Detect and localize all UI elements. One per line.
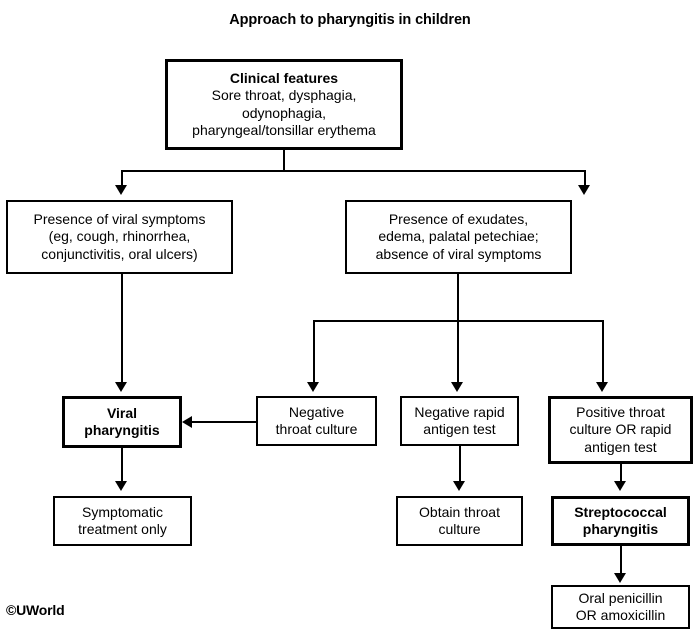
viral-symptoms-line-3: conjunctivitis, oral ulcers) [41,245,198,262]
arrowhead-to-positive-test [596,382,608,392]
connector-bar-clinical-split [121,170,585,172]
connector-positive-test-to-strep [620,464,622,483]
node-strep-pharyngitis[interactable]: Streptococcal pharyngitis [551,496,690,546]
node-obtain-throat-culture[interactable]: Obtain throat culture [396,496,523,546]
viral-pharyngitis-line-2: pharyngitis [84,422,160,438]
connector-drop-to-positive-test [602,320,604,384]
antibiotics-line-1: Oral penicillin [578,589,663,606]
negative-throat-culture-line-2: throat culture [275,421,358,437]
viral-pharyngitis-line-1: Viral [106,404,138,421]
arrowhead-to-symptomatic-treatment [115,481,127,491]
arrowhead-to-obtain-throat-culture [453,481,465,491]
arrowhead-to-viral-pharyngitis-left [182,416,192,428]
bacterial-signs-line-2: edema, palatal petechiae; [378,228,539,245]
arrowhead-to-viral-symptoms [115,185,127,195]
page-title: Approach to pharyngitis in children [229,12,471,28]
obtain-throat-culture-line-1: Obtain throat [419,503,500,520]
connector-stem-bacterial-signs [457,274,459,322]
connector-drop-to-viral-symptoms [121,170,123,187]
antibiotics-line-2: OR amoxicillin [575,607,666,623]
connector-stem-clinical-features [283,150,285,172]
connector-drop-to-negative-culture [313,320,315,384]
clinical-features-header: Clinical features [229,69,339,86]
bacterial-signs-line-1: Presence of exudates, [388,210,529,227]
arrowhead-to-negative-throat-culture [307,382,319,392]
connector-negative-antigen-to-obtain-culture [459,446,461,483]
node-positive-test[interactable]: Positive throat culture OR rapid antigen… [548,396,693,464]
obtain-throat-culture-line-2: culture [438,521,481,537]
arrowhead-to-viral-pharyngitis [115,382,127,392]
clinical-features-line-2: odynophagia, [241,104,327,121]
symptomatic-treatment-line-2: treatment only [78,521,167,537]
clinical-features-line-3: pharyngeal/tonsillar erythema [192,122,376,138]
viral-symptoms-line-2: (eg, cough, rhinorrhea, [48,228,191,245]
connector-negative-culture-to-viral-pharyngitis [192,421,256,423]
connector-viral-symptoms-to-viral-pharyngitis [121,274,123,384]
negative-rapid-antigen-line-2: antigen test [423,421,496,437]
strep-pharyngitis-line-2: pharyngitis [582,521,659,537]
positive-test-line-3: antigen test [584,438,657,455]
viral-symptoms-line-1: Presence of viral symptoms [33,210,206,227]
connector-drop-to-bacterial-signs [584,170,586,187]
bacterial-signs-line-3: absence of viral symptoms [375,245,542,262]
connector-drop-to-negative-antigen [457,320,459,384]
node-antibiotics[interactable]: Oral penicillin OR amoxicillin [551,585,690,629]
node-negative-throat-culture[interactable]: Negative throat culture [256,396,377,446]
clinical-features-line-1: Sore throat, dysphagia, [211,87,357,103]
arrowhead-to-negative-rapid-antigen [451,382,463,392]
node-viral-pharyngitis[interactable]: Viral pharyngitis [62,396,182,448]
node-symptomatic-treatment[interactable]: Symptomatic treatment only [53,496,192,546]
positive-test-line-2: culture OR rapid [569,421,672,438]
arrowhead-to-antibiotics [614,573,626,583]
connector-strep-to-antibiotics [620,546,622,575]
node-viral-symptoms[interactable]: Presence of viral symptoms (eg, cough, r… [6,200,233,274]
node-negative-rapid-antigen[interactable]: Negative rapid antigen test [400,396,519,446]
connector-viral-pharyngitis-to-symptomatic [121,448,123,483]
negative-throat-culture-line-1: Negative [288,403,345,420]
symptomatic-treatment-line-1: Symptomatic [82,503,163,520]
positive-test-line-1: Positive throat [576,403,665,420]
negative-rapid-antigen-line-1: Negative rapid [414,403,505,420]
node-bacterial-signs[interactable]: Presence of exudates, edema, palatal pet… [345,200,572,274]
copyright-watermark: ©UWorld [6,602,65,618]
node-clinical-features[interactable]: Clinical features Sore throat, dysphagia… [165,59,403,150]
arrowhead-to-bacterial-signs [578,185,590,195]
strep-pharyngitis-line-1: Streptococcal [574,503,667,520]
arrowhead-to-strep-pharyngitis [614,481,626,491]
